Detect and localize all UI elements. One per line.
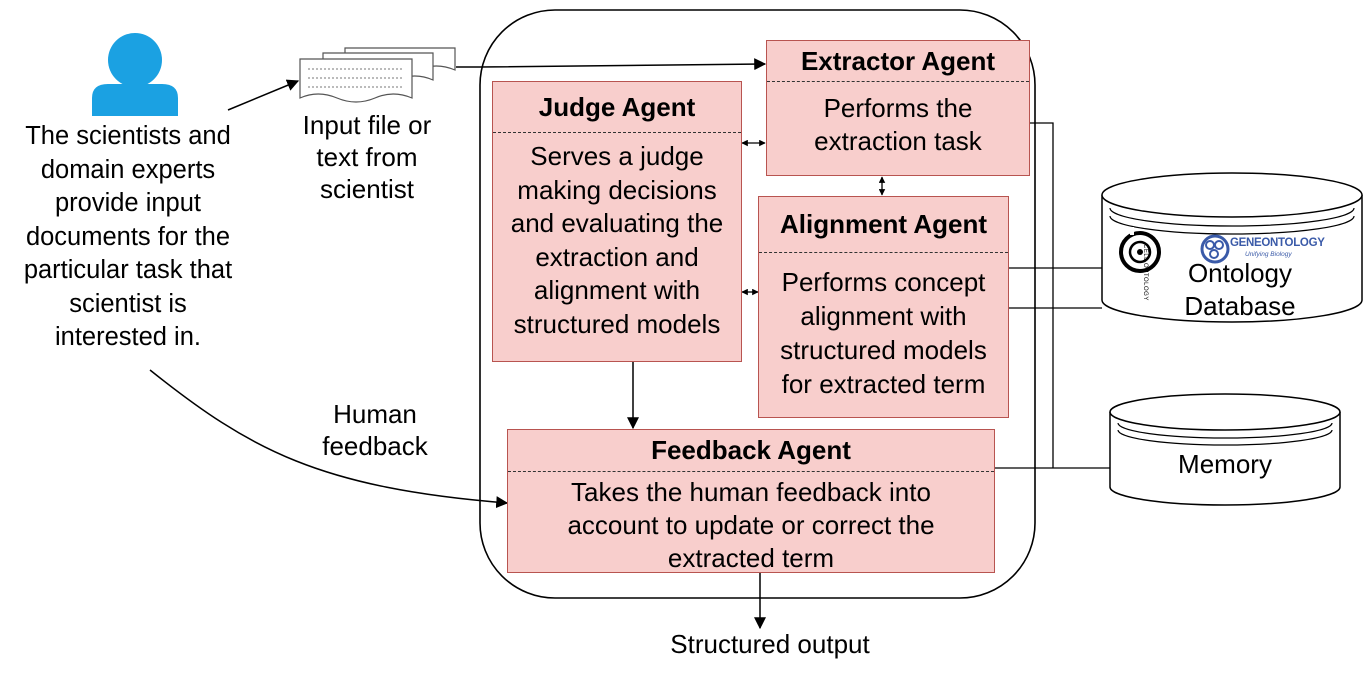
alignment-agent-description: Performs concept alignment with structur…: [780, 267, 987, 399]
judge-agent-description: Serves a judge making decisions and eval…: [510, 141, 724, 339]
scientist-to-input-arrow: [227, 79, 300, 111]
input-to-extractor-arrow: [456, 58, 767, 71]
feedback-agent-title: Feedback Agent: [508, 430, 994, 472]
human-feedback-arrow: [149, 369, 509, 509]
judge-agent-box: Judge Agent Serves a judge making decisi…: [492, 81, 742, 362]
scientist-description: The scientists and domain experts provid…: [23, 122, 233, 351]
ontology-database-icon: [1101, 172, 1363, 323]
alignment-agent-box: Alignment Agent Performs concept alignme…: [758, 196, 1009, 418]
extractor-agent-title: Extractor Agent: [767, 41, 1029, 82]
cell-ontology-logo-text: CELL ONTOLOGY: [1142, 244, 1148, 301]
ontology-database-label: Ontology Database: [1184, 258, 1296, 321]
extractor-agent-description: Performs the extraction task: [814, 93, 982, 156]
documents-icon: [299, 47, 456, 103]
judge-agent-title: Judge Agent: [493, 82, 741, 133]
feedback-agent-box: Feedback Agent Takes the human feedback …: [507, 429, 995, 573]
extractor-agent-box: Extractor Agent Performs the extraction …: [766, 40, 1030, 176]
gene-ontology-logo: [1200, 234, 1230, 264]
human-feedback-label: Human feedback: [322, 399, 428, 461]
cell-ontology-logo: [1119, 227, 1161, 273]
agent-system-container: [479, 9, 1036, 599]
person-icon: [92, 33, 178, 116]
alignment-agent-title: Alignment Agent: [759, 197, 1008, 253]
structured-output-label: Structured output: [670, 629, 870, 659]
feedback-agent-description: Takes the human feedback into account to…: [567, 477, 935, 573]
gene-ontology-logo-text: GENEONTOLOGY: [1230, 237, 1325, 249]
gene-ontology-tagline: Unifying Biology: [1245, 251, 1292, 258]
input-document-label: Input file or text from scientist: [302, 110, 432, 204]
memory-database-icon: [1109, 393, 1341, 506]
memory-database-label: Memory: [1178, 449, 1272, 479]
